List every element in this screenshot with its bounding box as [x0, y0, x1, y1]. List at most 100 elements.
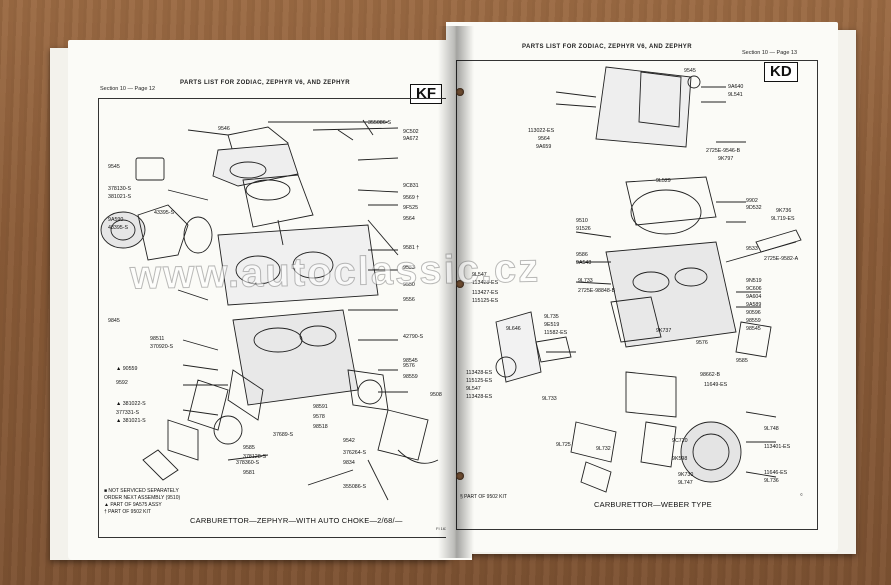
part-label: 113427-ES: [472, 290, 499, 296]
part-label: 9L733: [578, 278, 593, 284]
part-label: 98559: [746, 318, 761, 324]
part-label: 9L719-ES: [771, 216, 795, 222]
note-line: † PART OF 9502 KIT: [104, 509, 151, 515]
part-label: 9K736: [776, 208, 792, 214]
part-label: 378360-S: [236, 460, 259, 466]
part-label: 9A659: [536, 144, 552, 150]
part-label: 9576: [403, 363, 415, 369]
part-label: 9C720: [672, 438, 688, 444]
part-label: 9L547: [466, 386, 481, 392]
part-label: 9L733: [542, 396, 557, 402]
right-corner-mark: ©: [800, 492, 803, 497]
part-label: 9834: [343, 460, 355, 466]
exploded-carburettor-diagram-left: [100, 119, 439, 501]
watermark-text: www.autoclassic.cz: [129, 246, 541, 298]
part-label: 355086-S: [343, 484, 366, 490]
part-label: 11649-ES: [704, 382, 728, 388]
part-label: 113428-ES: [466, 370, 493, 376]
part-label: 2725E-9546-B: [706, 148, 741, 154]
part-label: 2725E-9582-A: [764, 256, 799, 262]
part-label: 378128-S: [243, 454, 266, 460]
part-label: 9L735: [544, 314, 559, 320]
binding-hole: [456, 88, 464, 96]
part-label: 9N519: [746, 278, 762, 284]
left-page-code: KF: [410, 84, 442, 104]
part-label: 9L529: [656, 178, 671, 184]
part-label: 9533: [746, 246, 758, 252]
right-page: PARTS LIST FOR ZODIAC, ZEPHYR V6, AND ZE…: [446, 22, 838, 552]
right-page-caption: CARBURETTOR—WEBER TYPE: [594, 500, 712, 509]
part-label: 9546: [218, 126, 230, 132]
part-label: 42790-S: [403, 334, 424, 340]
book-gutter: [438, 26, 474, 558]
part-label: 43395-S: [154, 210, 175, 216]
part-label: 113428-ES: [472, 280, 499, 286]
part-label: 9K730: [678, 472, 694, 478]
part-label: 9A640: [728, 84, 744, 90]
part-label: 9L748: [764, 426, 779, 432]
part-label: 9576: [696, 340, 708, 346]
part-label: 115125-ES: [466, 378, 493, 384]
right-section-label: Section 10 — Page 13: [742, 50, 798, 56]
open-parts-catalog: Section 10 — Page 12 PARTS LIST FOR ZODI…: [38, 22, 858, 560]
note-line: ■ NOT SERVICED SEPARATELY: [104, 488, 179, 494]
part-label: 37689-S: [273, 432, 294, 438]
part-label: 9845: [108, 318, 120, 324]
note-line: ▲ PART OF 9A575 ASSY: [104, 502, 162, 508]
part-label: 113022-ES: [528, 128, 555, 134]
part-label: 9L736: [764, 478, 779, 484]
part-label: 9A548: [576, 260, 592, 266]
part-label: 370920-S: [150, 344, 173, 350]
part-label: 9592: [116, 380, 128, 386]
part-label: 11646-ES: [764, 470, 788, 476]
part-label: 2725E-98848-B: [578, 288, 616, 294]
part-label: 378130-S: [108, 186, 131, 192]
part-label: 9545: [684, 68, 696, 74]
right-page-header: PARTS LIST FOR ZODIAC, ZEPHYR V6, AND ZE…: [522, 44, 692, 50]
binding-hole: [456, 280, 464, 288]
part-label: 9542: [343, 438, 355, 444]
part-label: 98545: [746, 326, 761, 332]
part-label: 9D532: [746, 205, 762, 211]
part-label: 9C606: [746, 286, 762, 292]
part-label: 9K598: [672, 456, 688, 462]
part-label: 9585: [736, 358, 748, 364]
part-label: 98511: [150, 336, 165, 342]
part-label: 98662-B: [700, 372, 721, 378]
part-label: 9A604: [746, 294, 762, 300]
binding-hole: [456, 472, 464, 480]
part-label: 9564: [538, 136, 550, 142]
part-label: 9586: [576, 252, 588, 258]
right-diagram-frame: [456, 60, 818, 530]
part-label: 9569 †: [403, 195, 420, 201]
part-label: 9585: [243, 445, 255, 451]
part-label: 113401-ES: [764, 444, 791, 450]
part-label: 91526: [576, 226, 591, 232]
part-label: 9F525: [403, 205, 419, 211]
part-label: 90596: [746, 310, 761, 316]
part-label: 381021-S: [108, 194, 131, 200]
right-page-note: § PART OF 9502 KIT: [460, 494, 507, 500]
part-label: 377331-S: [116, 410, 139, 416]
part-label: 9L747: [678, 480, 693, 486]
part-label: 98545: [403, 358, 418, 364]
part-label: 9550: [403, 282, 415, 288]
left-page-notes: ■ NOT SERVICED SEPARATELY ORDER NEXT ASS…: [104, 488, 180, 516]
gasket-plate: [135, 157, 165, 181]
part-label: 9581: [243, 470, 255, 476]
part-label: 9L646: [506, 326, 521, 332]
part-label: 9A590: [108, 217, 124, 223]
part-label: 43395-S: [108, 225, 129, 231]
part-label: 9A589: [746, 302, 762, 308]
left-page-header: PARTS LIST FOR ZODIAC, ZEPHYR V6, AND ZE…: [180, 80, 350, 86]
left-page-caption: CARBURETTOR—ZEPHYR—WITH AUTO CHOKE—2/68/…: [190, 516, 403, 525]
part-label: 113428-ES: [466, 394, 493, 400]
part-label: 9578: [313, 414, 325, 420]
part-label: 98518: [313, 424, 328, 430]
part-label: 9L541: [728, 92, 743, 98]
part-label: 9L732: [596, 446, 611, 452]
left-corner-mark: FI 163: [436, 526, 447, 531]
part-label: 9L547: [472, 272, 487, 278]
part-label: 11582-ES: [544, 330, 568, 336]
part-label: 115125-ES: [472, 298, 499, 304]
